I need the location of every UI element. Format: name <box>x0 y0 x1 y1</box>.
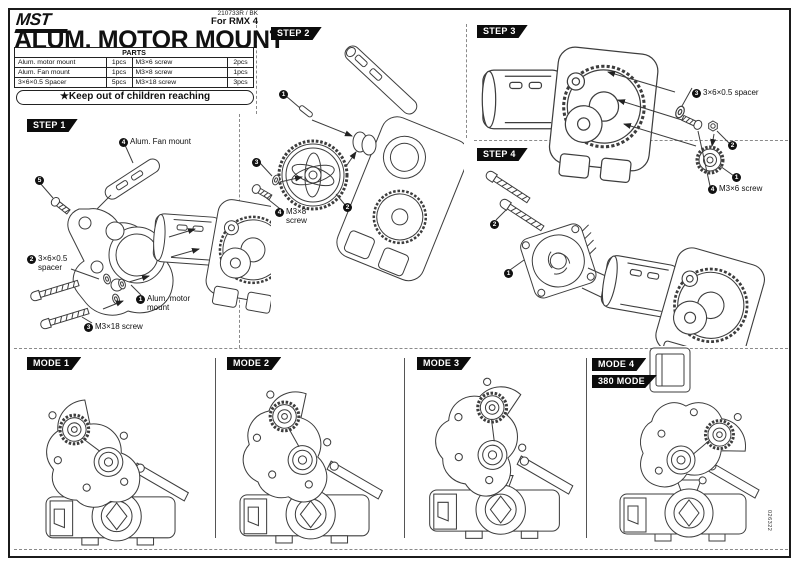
dashed-separator-bottom <box>14 549 788 550</box>
callout-number: 1 <box>279 90 288 99</box>
solid-separator-mode1-mode2 <box>215 358 216 538</box>
mode-3-label: MODE 3 <box>417 357 472 370</box>
step-4-diagram <box>483 169 772 346</box>
callout-number: 4 <box>119 138 128 147</box>
part-qty: 3pcs <box>227 77 254 88</box>
callout-number: 4 <box>708 185 717 194</box>
mode-1-diagram <box>35 390 189 546</box>
page-border <box>8 8 791 558</box>
callout-text: Alum. Fan mount <box>130 137 191 146</box>
callout-m3x6-screw: 4 M3×6 screw <box>708 184 763 194</box>
callout-number: 1 <box>732 173 741 182</box>
dashed-separator-header-step2 <box>256 20 257 114</box>
callout-text: M3×8 screw <box>286 207 307 225</box>
part-name: M3×6 screw <box>131 57 229 68</box>
mode-3-diagram <box>418 368 574 539</box>
callout-number: 2 <box>728 141 737 150</box>
callout-text: 3×6×0.5 spacer <box>703 88 759 97</box>
callout-text: M3×6 screw <box>719 184 763 193</box>
callout-number: 3 <box>252 158 261 167</box>
callout-number: 4 <box>275 208 284 217</box>
model-label: For RMX 4 <box>211 16 258 28</box>
callout-number: 1 <box>136 295 145 304</box>
callout-number: 2 <box>343 203 352 212</box>
callout-number: 1 <box>504 269 513 278</box>
warning-banner: ★Keep out of children reaching <box>16 90 254 105</box>
mode-2-label: MODE 2 <box>227 357 282 370</box>
mode-4-sublabel: 380 MODE <box>592 375 657 388</box>
mode-1-label: MODE 1 <box>27 357 82 370</box>
dashed-separator-step2-step3 <box>466 24 467 138</box>
part-qty: 1pcs <box>105 67 133 78</box>
solid-separator-mode3-mode4 <box>586 358 587 538</box>
callout-pin: 1 <box>279 90 290 99</box>
callout-nut: 2 <box>728 141 739 150</box>
callout-fan-mount: 4 Alum. Fan mount <box>119 137 191 147</box>
part-name: 3×6×0.5 Spacer <box>14 77 107 88</box>
dashed-separator-steps-modes <box>14 348 788 349</box>
part-code: 210733R / BK <box>217 10 258 17</box>
callout-pinion-gear: 1 <box>732 173 743 182</box>
callout-spacer: 2 3×6×0.5 spacer <box>27 254 82 273</box>
header-codes: 210733R / BK For RMX 4 <box>14 10 258 28</box>
parts-table-row: 3×6×0.5 Spacer 5pcs M3×18 screw 3pcs <box>14 77 254 88</box>
mode-2-diagram <box>234 381 383 544</box>
callout-fan: 1 <box>504 269 515 278</box>
step-4-label: STEP 4 <box>477 148 528 161</box>
callout-screw5: 5 <box>35 176 46 185</box>
part-qty: 5pcs <box>105 77 133 88</box>
mode-4-motor-top <box>649 347 691 393</box>
part-qty: 1pcs <box>105 57 133 68</box>
callout-m3x8-screw: 4 M3×8 screw <box>275 207 316 226</box>
part-name: Alum. Fan mount <box>14 67 107 78</box>
callout-number: 2 <box>490 220 499 229</box>
doc-number: 026322 <box>766 510 772 532</box>
part-qty: 1pcs <box>227 67 254 78</box>
callout-number: 3 <box>84 323 93 332</box>
part-qty: 2pcs <box>227 57 254 68</box>
parts-table: PARTS Alum. motor mount 1pcs M3×6 screw … <box>14 47 254 88</box>
callout-text: Alum. motor mount <box>147 294 191 312</box>
step-1-label: STEP 1 <box>27 119 78 132</box>
callout-number: 5 <box>35 176 44 185</box>
step-2-label: STEP 2 <box>271 27 322 40</box>
parts-table-row: Alum. motor mount 1pcs M3×6 screw 2pcs <box>14 57 254 68</box>
parts-table-row: Alum. Fan mount 1pcs M3×8 screw 1pcs <box>14 67 254 78</box>
part-name: M3×8 screw <box>131 67 229 78</box>
step-2-diagram <box>250 45 464 282</box>
mode-4-diagram <box>619 347 760 542</box>
callout-spacer: 3 3×6×0.5 spacer <box>692 88 759 98</box>
callout-washer: 3 <box>252 158 263 167</box>
callout-fan-screws: 2 <box>490 220 501 229</box>
step-1-diagram <box>29 144 271 331</box>
parts-table-title: PARTS <box>14 47 254 58</box>
step-3-diagram <box>480 43 735 187</box>
callout-spur-gear: 2 <box>343 203 354 212</box>
part-name: M3×18 screw <box>131 77 229 88</box>
callout-m3x18-screw: 3 M3×18 screw <box>84 322 143 332</box>
callout-text: M3×18 screw <box>95 322 143 331</box>
step-3-label: STEP 3 <box>477 25 528 38</box>
callout-motor-mount: 1 Alum. motor mount <box>136 294 199 313</box>
callout-number: 2 <box>27 255 36 264</box>
part-name: Alum. motor mount <box>14 57 107 68</box>
mode-4-label: MODE 4 <box>592 358 647 371</box>
callout-number: 3 <box>692 89 701 98</box>
callout-text: 3×6×0.5 spacer <box>38 254 68 272</box>
solid-separator-mode2-mode3 <box>404 358 405 538</box>
